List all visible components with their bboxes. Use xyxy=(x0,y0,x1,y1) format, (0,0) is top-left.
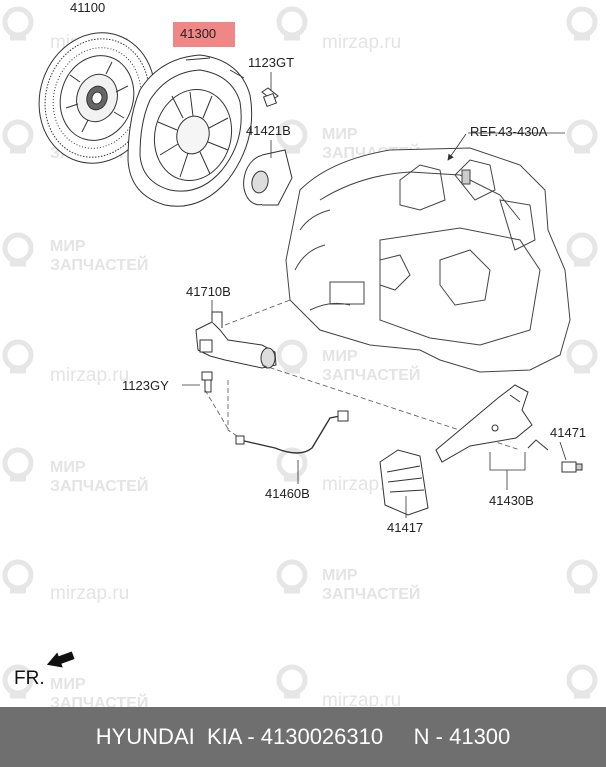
watermark-pin-icon xyxy=(2,119,34,154)
watermark-pin-icon xyxy=(276,119,308,154)
watermark-pin-icon xyxy=(276,447,308,482)
watermark-pin-icon xyxy=(566,6,598,41)
watermark-site: mirzap.ru xyxy=(322,690,402,711)
footer-part-number: HYUNDAI KIA - 4130026310 N - 41300 xyxy=(95,724,511,749)
watermark-pin-icon xyxy=(276,664,308,699)
release-cylinder xyxy=(195,311,277,369)
label-release-cylinder: 41710B xyxy=(186,284,231,299)
watermark-pin-icon xyxy=(276,559,308,594)
bolt-cylinder xyxy=(201,371,213,393)
exploded-diagram xyxy=(38,32,583,668)
transmission-housing xyxy=(285,147,571,373)
clutch-disc xyxy=(38,32,156,164)
footer-bar: HYUNDAI KIA - 4130026310 N - 41300 xyxy=(0,707,606,767)
watermark-pin-icon xyxy=(566,559,598,594)
watermark-pin-icon xyxy=(276,339,308,374)
front-direction-label: FR. xyxy=(14,668,45,689)
watermark-pin-icon xyxy=(566,119,598,154)
label-fork-clip: 41471 xyxy=(550,425,587,440)
watermark-pin-icon xyxy=(566,664,598,699)
watermark-site: mirzap.ru xyxy=(322,32,402,53)
label-reference: REF.43-430A xyxy=(470,124,548,139)
label-boot: 41417 xyxy=(387,520,424,535)
leader-lines-fork xyxy=(489,452,526,490)
watermark-pin-icon xyxy=(2,664,34,699)
watermark-pin-icon xyxy=(566,339,598,374)
release-bearing xyxy=(243,149,293,206)
label-clutch-disc: 41100 xyxy=(70,0,106,15)
watermark-pin-icon xyxy=(2,559,34,594)
label-clutch-cover: 41300 xyxy=(180,26,217,41)
leader-line xyxy=(559,441,567,461)
watermark-site: mirzap.ru xyxy=(50,365,130,386)
fork-clip xyxy=(527,439,583,473)
clutch-cover xyxy=(127,54,253,207)
ref-arrow xyxy=(447,133,467,161)
label-clutch-tube: 41460B xyxy=(265,486,310,501)
watermark-pin-icon xyxy=(2,6,34,41)
release-fork xyxy=(435,384,533,463)
watermark-pin-icon xyxy=(2,447,34,482)
front-arrow-icon xyxy=(46,651,75,668)
watermark-site: mirzap.ru xyxy=(50,583,130,604)
label-bolt-cylinder: 1123GY xyxy=(122,378,169,393)
watermark-pin-icon xyxy=(566,232,598,267)
watermark-pin-icon xyxy=(2,232,34,267)
label-bolt-cover: 1123GT xyxy=(248,55,295,70)
clutch-tube xyxy=(235,410,349,454)
label-release-bearing: 41421B xyxy=(246,123,291,138)
bolt-cover xyxy=(261,87,279,108)
watermark-pin-icon xyxy=(2,339,34,374)
watermark-site: mirzap.ru xyxy=(322,474,402,495)
highlight-clutch-cover xyxy=(173,22,235,47)
boot xyxy=(379,449,429,516)
watermark-logos xyxy=(2,6,598,699)
label-release-fork: 41430B xyxy=(489,493,534,508)
watermark-pin-icon xyxy=(276,6,308,41)
